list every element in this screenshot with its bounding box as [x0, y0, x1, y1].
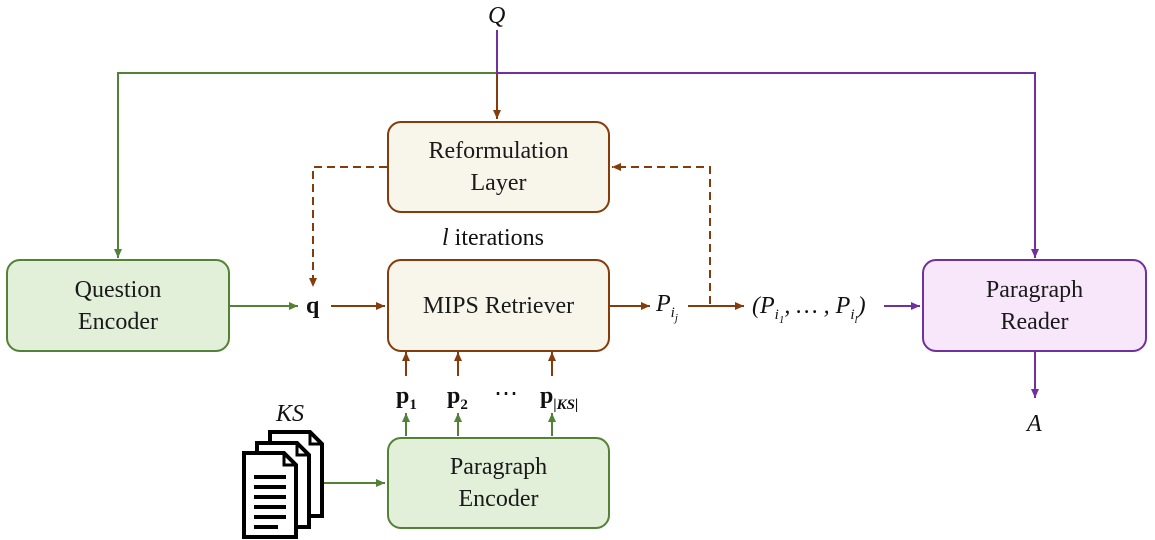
label-iterations-var: l — [442, 225, 449, 251]
label-answer-A: A — [1027, 411, 1042, 437]
edge-retrieved-to-reformulation — [612, 163, 711, 304]
label-query-vector-q: q — [306, 293, 320, 319]
question-encoder-label: Question Encoder — [74, 276, 162, 335]
label-p2-sub: 2 — [460, 396, 468, 413]
label-pij-subsub: j — [674, 311, 678, 324]
reformulation-layer-label: Reformulation Layer — [428, 138, 569, 196]
label-seq-sub2: i — [850, 306, 855, 323]
label-iterations: l iterations — [442, 224, 544, 252]
reformulation-layer-box: Reformulation Layer — [387, 121, 610, 213]
label-p1-base: p — [396, 383, 410, 409]
question-encoder-box: Question Encoder — [6, 259, 230, 352]
label-seq-subsub1: 1 — [778, 313, 785, 326]
label-p2: p2 — [447, 382, 468, 419]
paragraph-reader-label: Paragraph Reader — [985, 276, 1084, 335]
label-retrieved-paragraph: Pij — [656, 290, 678, 332]
label-question-Q: Q — [488, 3, 506, 29]
label-pKS: p|KS| — [540, 382, 578, 419]
paragraph-encoder-label: Paragraph Encoder — [449, 454, 548, 512]
label-iterations-text: iterations — [448, 225, 544, 251]
label-seq-subsub2: l — [854, 313, 858, 326]
edge-reformulation-to-q — [309, 166, 387, 287]
edge-q-to-question-encoder — [114, 72, 497, 258]
label-p1: p1 — [396, 382, 417, 419]
label-p1-sub: 1 — [409, 396, 417, 413]
label-pij-sub: i — [670, 304, 675, 321]
label-ellipsis: ⋯ — [494, 381, 518, 407]
document-stack-icon — [242, 430, 324, 539]
label-retrieved-sequence: (Pi1, … , Pil) — [752, 292, 866, 334]
mips-retriever-box: MIPS Retriever — [387, 259, 610, 352]
mips-retriever-label: MIPS Retriever — [422, 292, 575, 319]
label-pKS-sub: |KS| — [553, 396, 579, 413]
label-seq-close: ) — [857, 293, 866, 319]
label-pKS-base: p — [540, 383, 554, 409]
label-pij-base: P — [656, 291, 671, 317]
label-knowledge-source-KS: KS — [276, 401, 305, 427]
edge-q-to-paragraph-reader — [496, 30, 1039, 258]
label-seq-sub1: i — [774, 306, 779, 323]
paragraph-reader-box: Paragraph Reader — [922, 259, 1147, 352]
paragraph-encoder-box: Paragraph Encoder — [387, 437, 610, 529]
label-seq-mid: , … , P — [784, 293, 851, 319]
label-seq-open: (P — [752, 293, 775, 319]
label-p2-base: p — [447, 383, 461, 409]
